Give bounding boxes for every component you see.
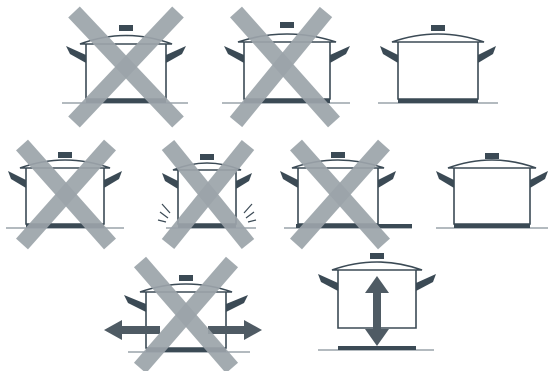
left-handle <box>280 171 298 188</box>
right-handle <box>530 171 548 188</box>
right-handle <box>226 295 248 312</box>
pot-body <box>454 168 530 224</box>
pot-lid <box>448 160 536 168</box>
pot-lid <box>392 34 484 42</box>
pot-offset-zone <box>280 145 412 244</box>
vibration-marks-left <box>158 204 170 222</box>
left-handle <box>380 46 398 63</box>
pot-warped-base <box>158 145 256 244</box>
left-handle <box>124 295 146 312</box>
right-handle <box>416 274 436 291</box>
vibration-marks-right <box>244 204 256 222</box>
left-handle <box>162 173 178 189</box>
pot-concave-base <box>222 12 350 122</box>
lid-knob <box>370 253 384 259</box>
lid-knob <box>485 153 499 159</box>
right-handle <box>104 171 122 188</box>
lid-knob <box>200 154 214 160</box>
left-handle <box>8 171 26 188</box>
lid-knob <box>179 275 193 281</box>
pot-correct-fit-2 <box>436 153 548 228</box>
pot-smaller-than-zone <box>62 12 188 122</box>
left-handle <box>436 171 454 188</box>
pot-narrow-on-zone <box>6 145 124 244</box>
right-handle <box>236 173 252 189</box>
lid-knob <box>119 25 133 31</box>
right-handle <box>378 171 396 188</box>
left-handle <box>318 274 338 291</box>
pot-lift-vertically <box>318 253 436 350</box>
left-handle <box>224 46 244 63</box>
lid-knob <box>58 152 72 158</box>
lid-knob <box>331 152 345 158</box>
left-handle <box>66 46 86 63</box>
right-handle <box>166 46 186 63</box>
pot-base <box>338 346 416 350</box>
pot-correct-fit <box>378 25 498 103</box>
lid-knob <box>431 25 445 31</box>
lid-knob <box>280 22 294 28</box>
right-handle <box>478 46 496 63</box>
pot-lid <box>332 262 422 270</box>
pot-body <box>398 42 478 99</box>
right-handle <box>330 46 350 63</box>
pot-moved-sideways <box>104 262 262 368</box>
